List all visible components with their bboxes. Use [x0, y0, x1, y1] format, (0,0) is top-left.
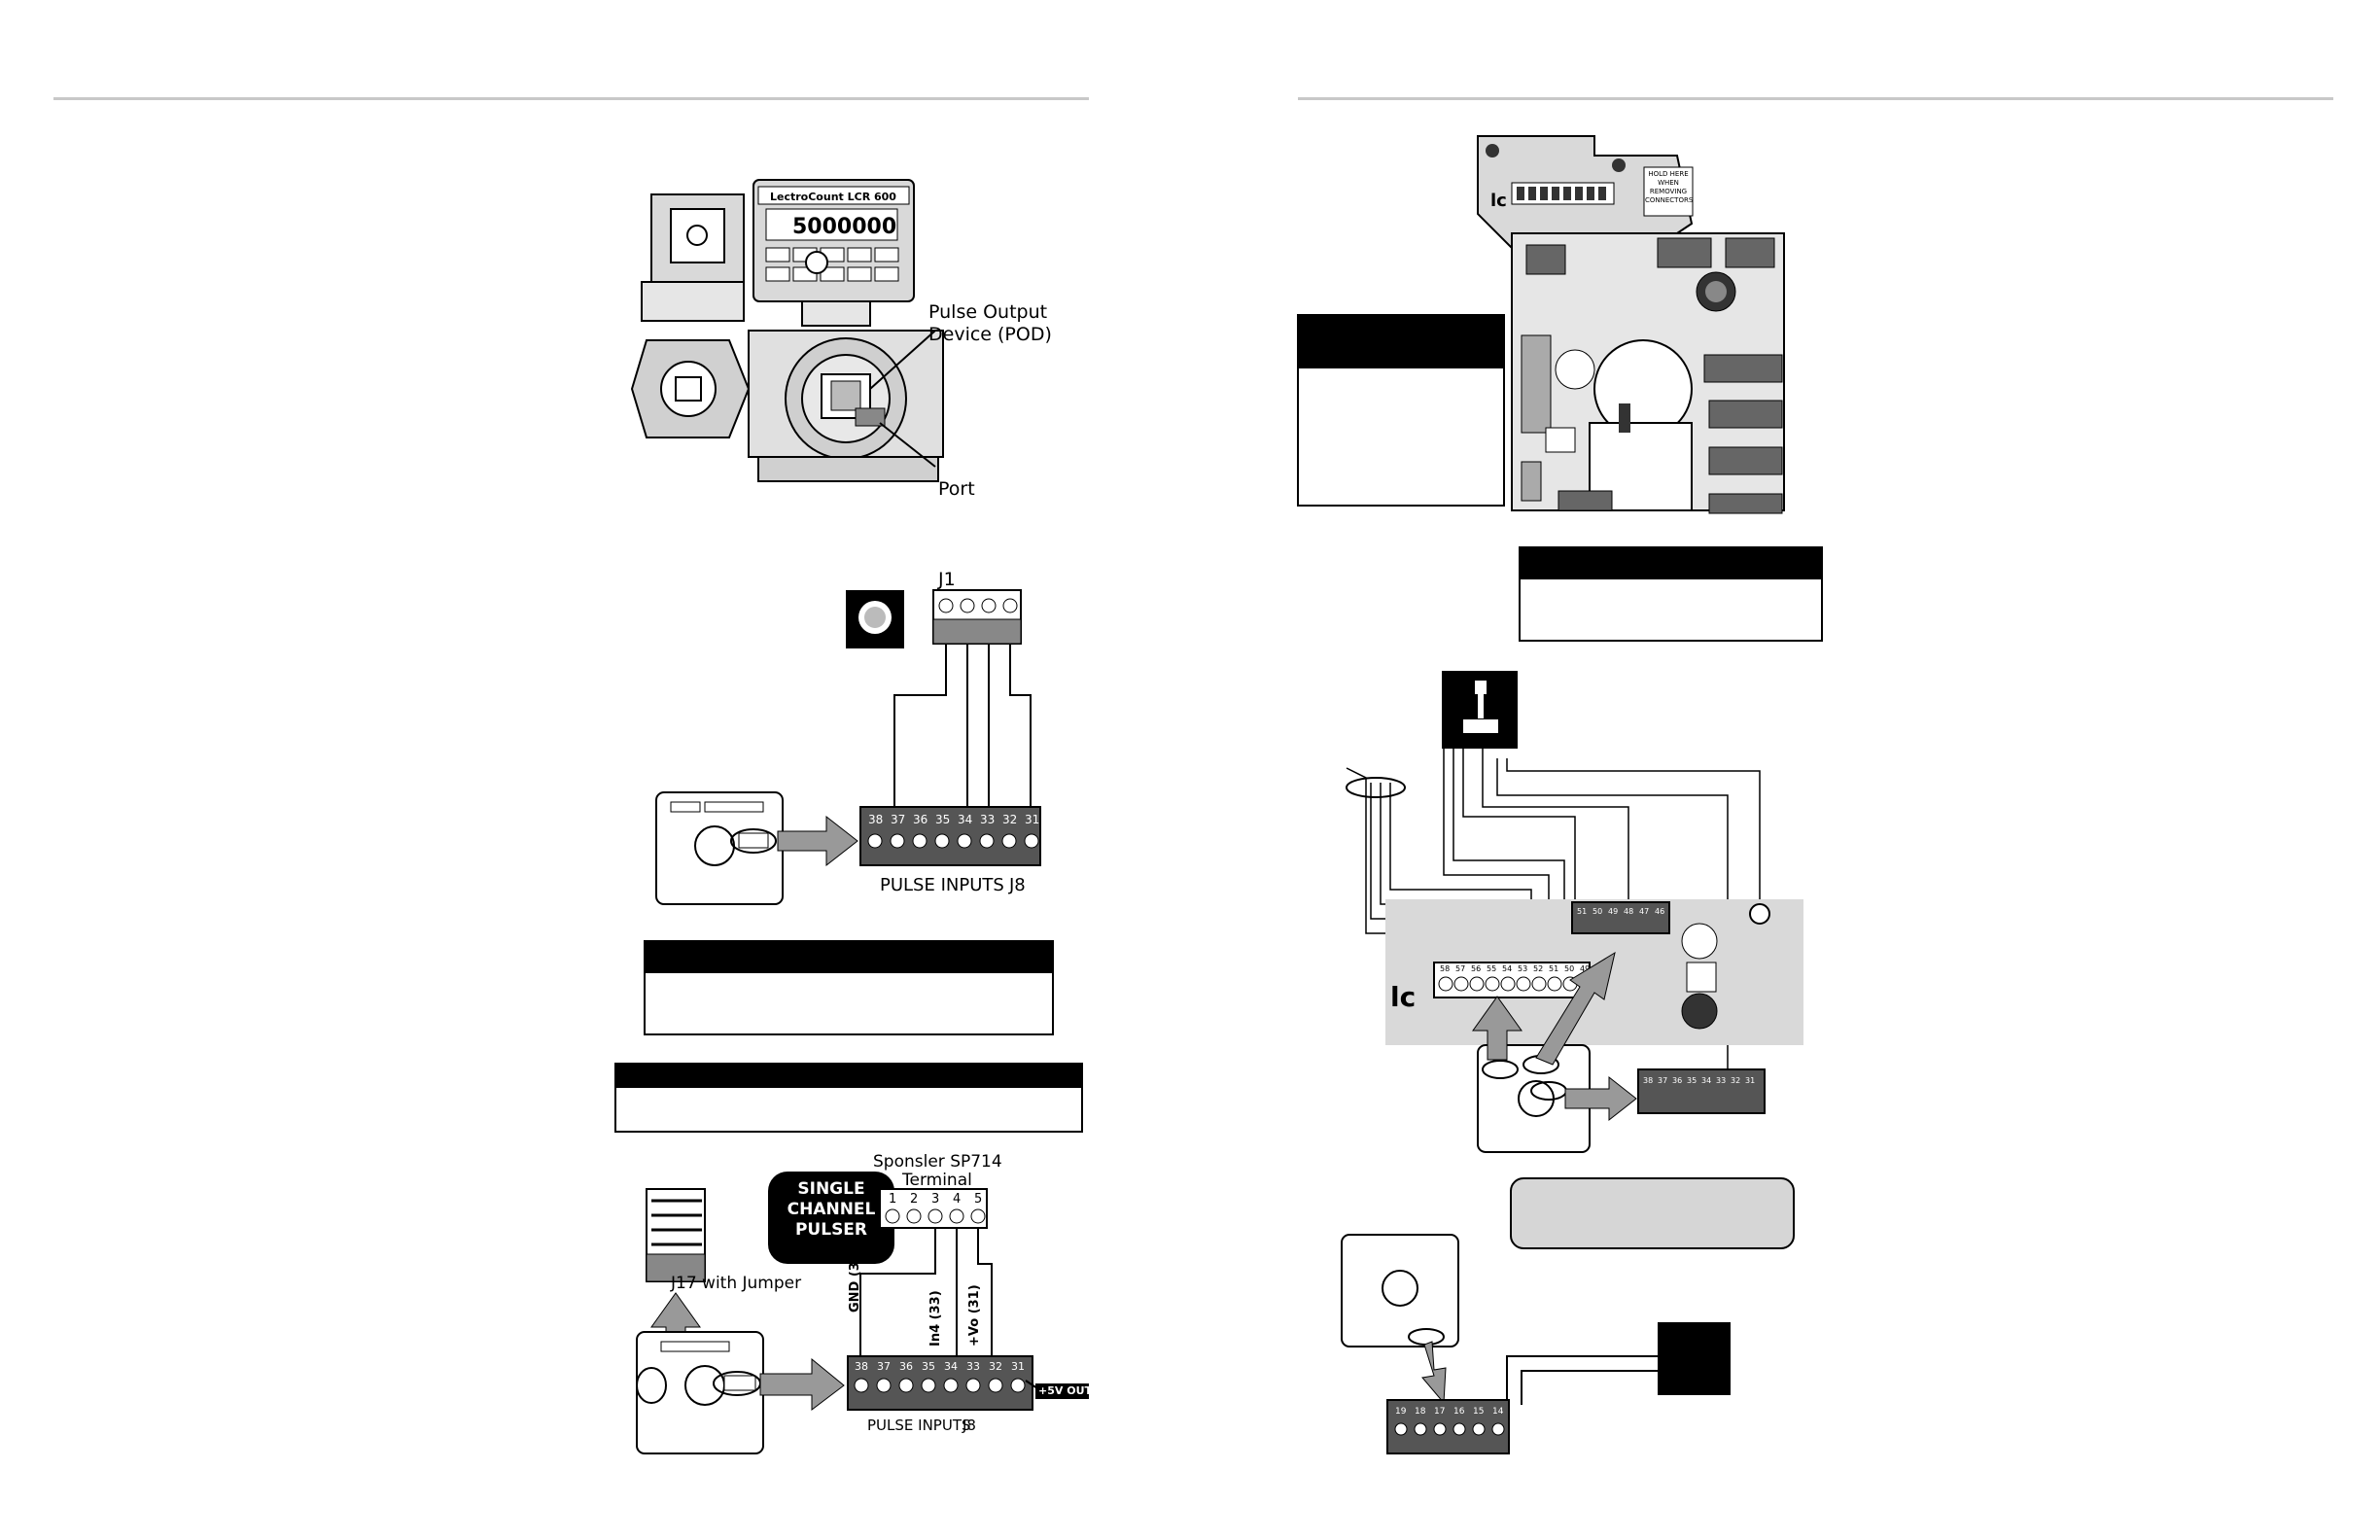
- j1-label: J1: [938, 569, 956, 590]
- right-note-box-1-header: [1297, 314, 1505, 368]
- block-d-19: 19: [1395, 1407, 1407, 1417]
- sp714-term-1: 1: [889, 1192, 896, 1207]
- sp-j8-term-36: 36: [899, 1360, 913, 1373]
- pod-label-line1: Pulse Output: [928, 301, 1048, 323]
- block-a-54: 54: [1502, 964, 1512, 973]
- block-b-50: 50: [1592, 907, 1602, 916]
- block-c-32: 32: [1731, 1076, 1740, 1085]
- sp-j8-term-34: 34: [944, 1360, 958, 1373]
- main-board-diagram: lc: [1477, 135, 1785, 514]
- block-a-51: 51: [1549, 964, 1558, 973]
- right-note-box-2-header: [1519, 546, 1823, 579]
- sp-j8-term-31: 31: [1011, 1360, 1025, 1373]
- j8-term-31: 31: [1025, 813, 1039, 826]
- block-c-38: 38: [1643, 1076, 1653, 1085]
- j8-term-34: 34: [958, 813, 972, 826]
- sp714-term-5: 5: [974, 1192, 982, 1207]
- block-b-46: 46: [1655, 907, 1664, 916]
- badge-line1: SINGLE: [797, 1179, 865, 1199]
- sp-j8-term-35: 35: [922, 1360, 935, 1373]
- block-d-15: 15: [1473, 1407, 1484, 1417]
- sp-j8-id: J8: [962, 1417, 976, 1434]
- sp-j8-term-37: 37: [877, 1360, 891, 1373]
- block-a-50: 50: [1564, 964, 1574, 973]
- block-c-37: 37: [1658, 1076, 1667, 1085]
- block-d-16: 16: [1453, 1407, 1465, 1417]
- wiring-logo: lc: [1390, 981, 1416, 1013]
- j8-term-33: 33: [980, 813, 995, 826]
- sp-j8-term-38: 38: [855, 1360, 868, 1373]
- badge-line2: CHANNEL: [787, 1200, 876, 1219]
- j8-id: J8: [1009, 875, 1026, 895]
- right-page-rule: [1298, 97, 2333, 100]
- meter-illustration: LectroCount LCR 600 5000000: [630, 179, 944, 482]
- sp714-term-2: 2: [910, 1192, 918, 1207]
- board-wiring-diagram: lc 58 57 56 55 54 53 52 51 50 49 51 50 4…: [1346, 671, 1803, 1153]
- j8-caption: PULSE INPUTS: [880, 875, 1004, 895]
- block-c-33: 33: [1716, 1076, 1726, 1085]
- block-a-58: 58: [1440, 964, 1450, 973]
- gray-callout-box: [1510, 1177, 1795, 1249]
- j8-term-37: 37: [891, 813, 905, 826]
- block-b-47: 47: [1639, 907, 1649, 916]
- left-note-box-2-header: [614, 1063, 1083, 1088]
- j17-jumper-label: J17 with Jumper: [671, 1274, 802, 1293]
- cover-logo: lc: [1490, 191, 1507, 211]
- sp714-term-4: 4: [953, 1192, 961, 1207]
- left-page-rule: [53, 97, 1089, 100]
- meter-brand: LectroCount LCR 600: [770, 191, 896, 203]
- block-d-17: 17: [1434, 1407, 1445, 1417]
- sp-j8-term-33: 33: [966, 1360, 980, 1373]
- single-channel-pulser-badge: SINGLE CHANNEL PULSER: [768, 1179, 894, 1241]
- sp714-term-3: 3: [931, 1192, 939, 1207]
- pod-label-line2: Device (POD): [928, 324, 1052, 345]
- hold-here-text: HOLD HERE WHEN REMOVING CONNECTORS: [1645, 170, 1694, 204]
- j8-term-32: 32: [1002, 813, 1017, 826]
- meter-value: 5000000: [792, 215, 896, 239]
- wire-gnd-label: GND (37): [848, 1247, 862, 1312]
- block-a-56: 56: [1471, 964, 1481, 973]
- block-a-57: 57: [1455, 964, 1465, 973]
- wire-vo-label: +Vo (31): [967, 1284, 982, 1347]
- block-d-18: 18: [1415, 1407, 1426, 1417]
- sp-j8-caption: PULSE INPUTS: [867, 1417, 971, 1434]
- block-a-53: 53: [1518, 964, 1527, 973]
- block-a-49: 49: [1580, 964, 1590, 973]
- port-label: Port: [938, 478, 975, 500]
- left-note-box-1-header: [644, 940, 1054, 973]
- sponsler-wiring-diagram: 1 2 3 4 5 38 37 36 35 34 33 32 31: [636, 1172, 1089, 1454]
- pulse-wiring-diagram: 38 37 36 35 34 33 32 31: [655, 589, 1041, 905]
- sp714-title-line1: Sponsler SP714: [873, 1152, 1002, 1172]
- block-c-34: 34: [1701, 1076, 1711, 1085]
- j8-term-35: 35: [935, 813, 950, 826]
- j8-term-38: 38: [868, 813, 883, 826]
- sp714-title-line2: Terminal: [902, 1171, 972, 1190]
- block-b-51: 51: [1577, 907, 1587, 916]
- block-c-35: 35: [1687, 1076, 1697, 1085]
- block-a-55: 55: [1487, 964, 1496, 973]
- block-d-14: 14: [1492, 1407, 1504, 1417]
- sp-j8-term-32: 32: [989, 1360, 1002, 1373]
- plus5v-out-label: +5V OUT: [1038, 1384, 1092, 1397]
- block-b-48: 48: [1624, 907, 1633, 916]
- bottom-wiring-diagram: 19 18 17 16 15 14: [1341, 1234, 1731, 1454]
- block-a-52: 52: [1533, 964, 1543, 973]
- block-c-31: 31: [1745, 1076, 1755, 1085]
- block-c-36: 36: [1672, 1076, 1682, 1085]
- badge-line3: PULSER: [794, 1220, 868, 1240]
- block-b-49: 49: [1608, 907, 1618, 916]
- wire-in4-label: In4 (33): [928, 1290, 943, 1347]
- j8-term-36: 36: [913, 813, 928, 826]
